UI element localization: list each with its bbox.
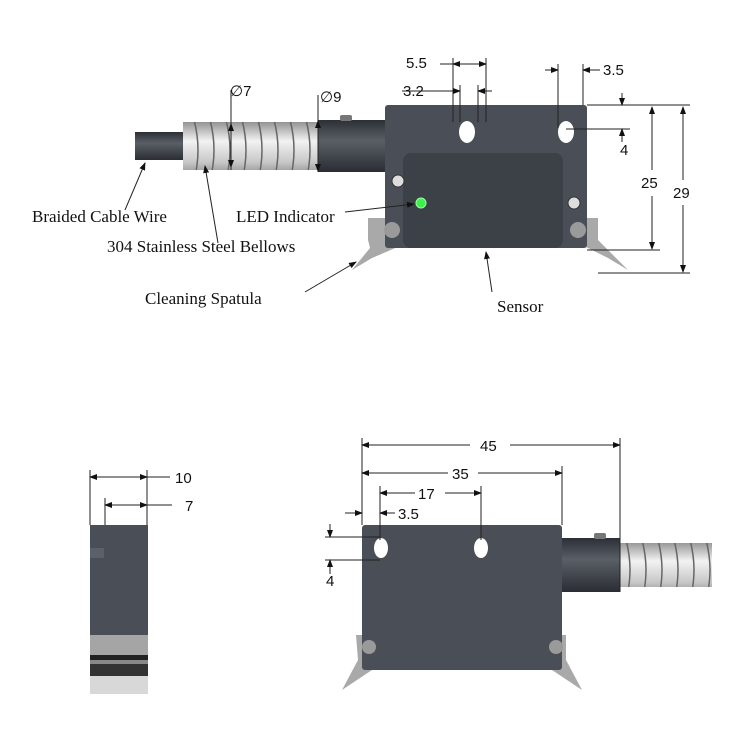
front-bellows — [620, 543, 712, 587]
dim-hole-top-front: 4 — [326, 573, 334, 590]
spatula-pivot — [384, 222, 400, 238]
dim-edge-offset-front: 3.5 — [398, 506, 419, 523]
front-connector — [562, 538, 620, 592]
label-sensor: Sensor — [497, 297, 544, 316]
mount-hole — [474, 538, 488, 558]
mount-hole — [459, 121, 475, 143]
dim-cable-diameter: ∅7 — [230, 83, 251, 100]
led-indicator — [415, 197, 427, 209]
dim-hole-pitch: 5.5 — [406, 55, 427, 72]
dim-hole-width: 3.2 — [403, 83, 424, 100]
side-spatula — [90, 635, 148, 655]
steel-bellows — [183, 122, 319, 170]
label-bellows: 304 Stainless Steel Bellows — [107, 237, 295, 256]
mount-hole — [558, 121, 574, 143]
dim-total-length: 45 — [480, 438, 497, 455]
top-dimension-lines — [228, 58, 690, 274]
label-braided-cable: Braided Cable Wire — [32, 207, 167, 226]
side-connector-stub — [90, 548, 104, 558]
mount-hole — [374, 538, 388, 558]
dim-edge-offset: 3.5 — [603, 62, 624, 79]
screw-icon — [567, 196, 581, 210]
label-cleaning-spatula: Cleaning Spatula — [145, 289, 262, 308]
front-body — [362, 525, 562, 670]
connector-screw — [340, 115, 352, 121]
spatula-pivot — [570, 222, 586, 238]
dim-depth-body: 7 — [185, 498, 193, 515]
dim-bellows-diameter: ∅9 — [320, 89, 341, 106]
dim-body-length: 35 — [452, 466, 469, 483]
braided-cable — [135, 132, 185, 160]
dim-total-height: 29 — [673, 185, 690, 202]
side-body — [90, 525, 148, 635]
dim-hole-top: 4 — [620, 142, 628, 159]
dim-depth-total: 10 — [175, 470, 192, 487]
front-view: 45 35 17 3.5 4 — [325, 438, 712, 690]
dim-hole-spacing: 17 — [418, 486, 435, 503]
connector — [318, 120, 386, 172]
label-led-indicator: LED Indicator — [236, 207, 335, 226]
dim-body-height: 25 — [641, 175, 658, 192]
screw-icon — [391, 174, 405, 188]
top-view: Braided Cable Wire LED Indicator 304 Sta… — [32, 55, 690, 316]
sensor-panel — [403, 153, 563, 248]
side-view: 10 7 — [89, 470, 193, 694]
